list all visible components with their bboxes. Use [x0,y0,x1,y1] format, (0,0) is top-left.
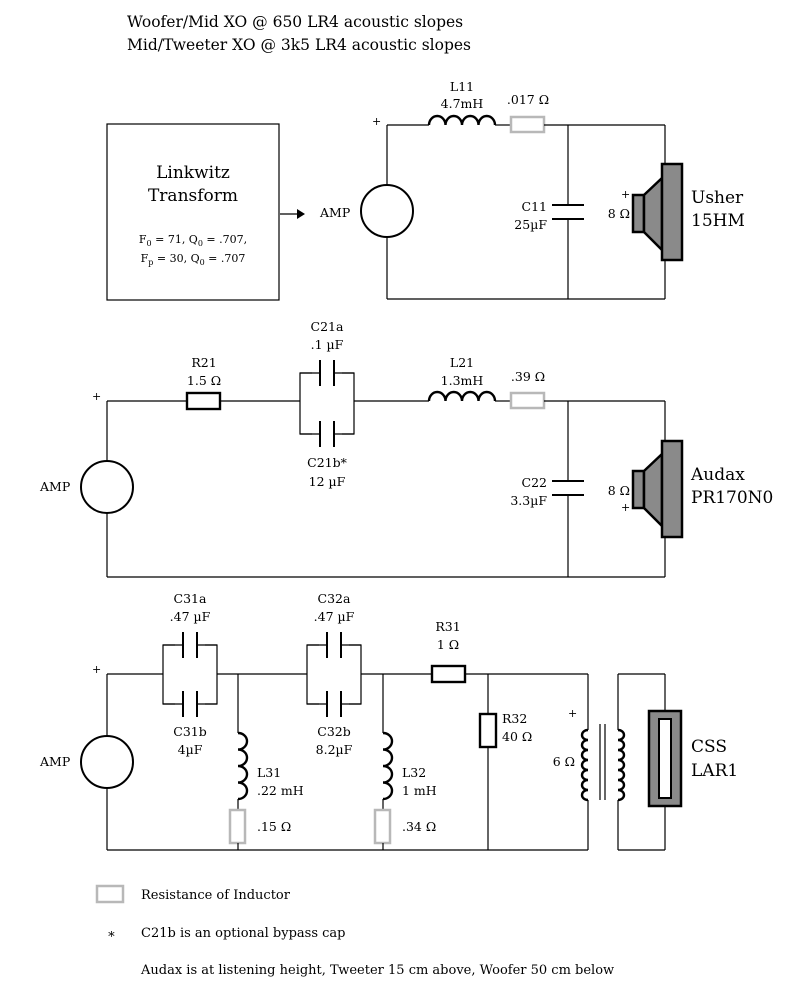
l21-name: L21 [450,355,474,370]
r31-value: 1 Ω [437,637,459,652]
lt-params-line-2: Fp = 30, Q0 = .707 [141,252,246,267]
mid-amp-symbol [80,460,134,514]
c22-name: C22 [522,475,547,490]
legend-inductor-resistance-swatch [95,884,125,904]
header-line-2: Mid/Tweeter XO @ 3k5 LR4 acoustic slopes [127,36,471,54]
legend-inductor-resistance: Resistance of Inductor [141,888,291,903]
mid-section: AMP + R21 1.5 Ω C21a .1 µF C21b* 12 µF L… [39,319,773,578]
r32-value: 40 Ω [502,729,532,744]
c31b-value: 4µF [178,742,203,757]
linkwitz-transform-box [106,123,280,301]
l31-name: L31 [257,765,281,780]
woofer-amp-symbol [360,184,414,238]
l11-value: 4.7mH [441,96,484,111]
l32-name: L32 [402,765,426,780]
l32-inductor [381,731,394,801]
c21b-value: 12 µF [309,474,346,489]
woofer-driver-line-1: Usher [691,188,744,208]
mid-impedance: 8 Ω [608,483,630,498]
c32a-value: .47 µF [314,609,355,624]
r32-name: R32 [502,711,527,726]
l32-dcr-resistor [373,808,392,845]
l21-inductor [427,390,497,403]
woofer-driver-line-2: 15HM [691,211,745,231]
tweeter-amp-label: AMP [39,754,70,769]
woofer-amp-label: AMP [319,205,350,220]
mid-driver-line-1: Audax [690,465,745,485]
tweeter-driver-line-2: LAR1 [691,761,738,781]
r21-resistor [185,391,222,411]
woofer-speaker-plus: + [621,188,630,201]
woofer-speaker-symbol [631,162,684,262]
lt-title-2: Transform [148,186,238,206]
c21a-name: C21a [311,319,344,334]
c22-value: 3.3µF [510,493,547,508]
r31-name: R31 [435,619,460,634]
legend-asterisk: ∗ [107,927,116,942]
c31a-name: C31a [174,591,207,606]
l32-value: 1 mH [402,783,437,798]
c32a-name: C32a [318,591,351,606]
c31b-name: C31b [173,724,206,739]
l21-dcr-value: .39 Ω [511,369,545,384]
l21-dcr-resistor [509,391,546,410]
r32-resistor [478,712,498,749]
lt-to-amp-arrowhead [297,209,305,219]
woofer-impedance: 8 Ω [608,206,630,221]
l11-dcr-resistor [509,115,546,134]
header: Woofer/Mid XO @ 650 LR4 acoustic slopes … [127,13,471,54]
l31-dcr-resistor [228,808,247,845]
l11-name: L11 [450,79,474,94]
ribbon-tweeter-symbol [647,709,683,808]
c32b-name: C32b [317,724,350,739]
r21-name: R21 [191,355,216,370]
transformer-plus-sign: + [568,707,577,720]
c11-value: 25µF [514,217,547,232]
tweeter-plus-sign: + [92,663,101,676]
woofer-plus-sign: + [372,115,381,128]
mid-speaker-symbol [631,439,684,539]
mid-amp-label: AMP [39,479,70,494]
l31-value: .22 mH [257,783,304,798]
lt-title-1: Linkwitz [156,163,230,183]
mid-plus-sign: + [92,390,101,403]
c21a-value: .1 µF [311,337,344,352]
header-line-1: Woofer/Mid XO @ 650 LR4 acoustic slopes [127,13,463,31]
legend-position-note: Audax is at listening height, Tweeter 15… [140,963,614,978]
tweeter-driver-line-1: CSS [691,737,727,757]
r31-resistor [430,664,467,684]
tweeter-amp-symbol [80,735,134,789]
legend: Resistance of Inductor ∗ C21b is an opti… [95,884,614,978]
tweeter-impedance: 6 Ω [553,754,575,769]
c31a-value: .47 µF [170,609,211,624]
transformer-secondary-coil [617,728,626,802]
transformer-primary-coil [580,728,589,802]
c32b-value: 8.2µF [316,742,353,757]
tweeter-section: AMP + C31a .47 µF C31b 4µF L31 .22 mH .1… [39,591,738,851]
mid-speaker-plus: + [621,501,630,514]
lt-params-line-1: F0 = 71, Q0 = .707, [139,233,247,248]
woofer-section: Linkwitz Transform F0 = 71, Q0 = .707, F… [106,79,745,301]
l11-dcr-value: .017 Ω [507,92,549,107]
l21-value: 1.3mH [441,373,484,388]
l31-inductor [236,731,249,801]
r21-value: 1.5 Ω [187,373,221,388]
l32-dcr-value: .34 Ω [402,819,436,834]
c11-name: C11 [522,199,547,214]
legend-bypass-note: C21b is an optional bypass cap [141,926,346,941]
c21b-name: C21b* [307,455,347,470]
l31-dcr-value: .15 Ω [257,819,291,834]
l11-inductor [427,114,497,127]
mid-driver-line-2: PR170N0 [691,488,773,508]
